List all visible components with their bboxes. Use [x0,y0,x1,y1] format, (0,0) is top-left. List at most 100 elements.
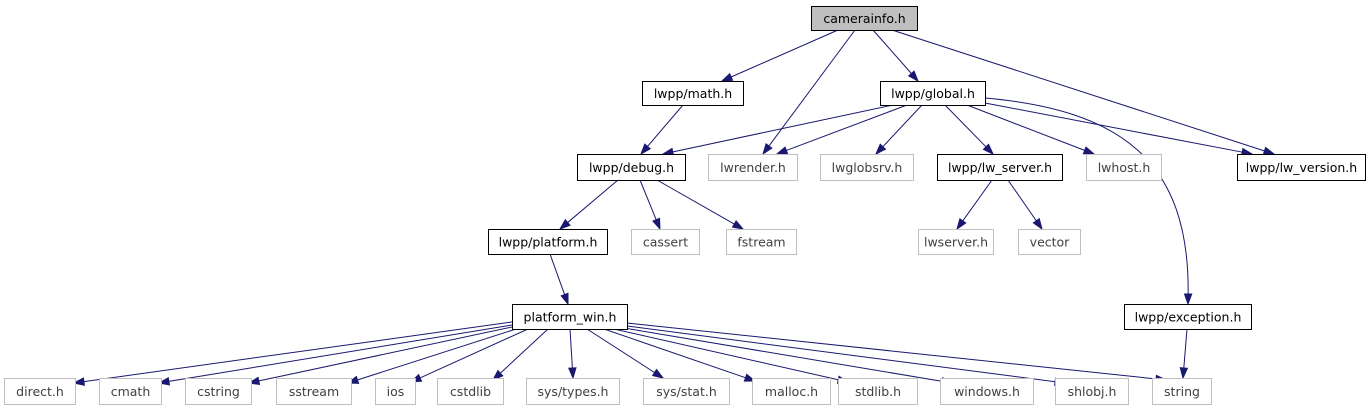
edge-line [767,29,856,148]
edge-platform_win-to-shlobj [626,325,1067,386]
edge-line [499,328,549,375]
node-label: windows.h [954,384,1020,399]
edges-layer [72,29,1276,386]
node-exception[interactable]: lwpp/exception.h [1124,304,1252,330]
edge-line [1007,179,1038,222]
node-box [752,378,831,405]
node-box [488,229,608,255]
node-label: direct.h [16,384,64,399]
node-box [838,378,918,405]
node-box [1152,378,1212,405]
edge-line [586,328,656,374]
node-box [643,378,730,405]
node-box [577,154,686,181]
arrowhead [1183,293,1193,306]
node-lw-version[interactable]: lwpp/lw_version.h [1237,154,1366,181]
node-shlobj: shlobj.h [1055,378,1129,405]
node-label: sys/stat.h [656,384,717,399]
node-platform[interactable]: lwpp/platform.h [488,229,608,255]
node-label: lwpp/math.h [654,86,732,101]
edge-platform_win-to-cmath [157,324,513,386]
edge-line [1183,328,1188,370]
edge-global-to-lwhost [966,104,1096,155]
node-box [940,378,1034,405]
edge-debug-to-platform [558,179,619,230]
node-platform-win[interactable]: platform_win.h [512,304,628,330]
edge-lw_server-to-vector [1007,179,1043,231]
node-string: string [1152,378,1212,405]
node-cassert: cassert [631,229,700,255]
node-label: ios [387,384,405,399]
node-lwhost: lwhost.h [1086,154,1162,181]
arrowhead [907,70,919,83]
edge-line [639,179,658,221]
node-lwserver: lwserver.h [918,229,994,255]
node-cmath: cmath [99,378,162,405]
node-box [937,154,1063,181]
edge-line [626,325,1057,383]
node-sys-stat: sys/stat.h [643,378,730,405]
node-lwglobsrv: lwglobsrv.h [820,154,914,181]
edge-camerainfo-to-lwrender [762,29,856,156]
node-sys-types: sys/types.h [526,378,620,405]
node-box [642,81,744,106]
edge-debug-to-fstream [656,179,745,230]
edge-platform_win-to-cstring [247,326,513,386]
node-label: cstdlib [450,384,491,399]
node-box [185,378,252,405]
arrowhead [775,146,789,155]
node-windows: windows.h [940,378,1034,405]
node-global[interactable]: lwpp/global.h [880,81,986,106]
node-lw-server[interactable]: lwpp/lw_server.h [937,154,1063,181]
node-box [437,378,504,405]
edge-platform_win-to-sys_types [568,328,577,380]
edge-line [626,322,1158,380]
node-box [276,378,352,405]
node-label: shlobj.h [1068,384,1117,399]
node-label: sstream [289,384,339,399]
node-label: fstream [737,235,785,250]
arrowhead [1032,217,1043,231]
edge-platform_win-to-ios [409,328,529,383]
node-label: lwpp/global.h [891,86,975,101]
arrowhead [491,369,504,382]
edge-global-to-lw_version [984,102,1254,157]
node-box [880,81,986,106]
node-box [1124,304,1252,330]
edge-line [944,104,988,148]
edge-platform_win-to-cstdlib [491,328,549,382]
node-label: lwpp/lw_server.h [948,160,1052,175]
node-box [1237,154,1366,181]
edge-line [785,104,908,152]
arrowhead [762,142,773,156]
node-vector: vector [1018,229,1081,255]
node-label: lwrender.h [720,160,786,175]
node-label: platform_win.h [524,310,617,325]
edge-global-to-debug [661,104,894,157]
arrowhead [651,368,665,379]
arrowhead [1082,146,1096,155]
edge-platform_win-to-direct [72,321,513,386]
node-label: stdlib.h [855,384,901,399]
node-fstream: fstream [726,229,797,255]
node-box [1086,154,1162,181]
edge-line [961,179,993,222]
edge-exception-to-string [1179,328,1189,380]
node-debug[interactable]: lwpp/debug.h [577,154,686,181]
node-label: cmath [111,384,151,399]
arrowhead [568,367,577,380]
arrowhead [560,292,569,306]
edge-platform_win-to-sys_stat [586,328,665,379]
node-label: string [1164,384,1200,399]
node-math[interactable]: lwpp/math.h [642,81,744,106]
node-label: lwglobsrv.h [832,160,903,175]
edge-platform_win-to-windows [623,327,954,386]
edge-line [656,179,736,225]
node-label: cassert [643,235,688,250]
edge-line [730,29,839,78]
node-box [99,378,162,405]
arrowhead [72,377,85,386]
edge-line [549,253,566,296]
node-label: cstring [197,384,240,399]
